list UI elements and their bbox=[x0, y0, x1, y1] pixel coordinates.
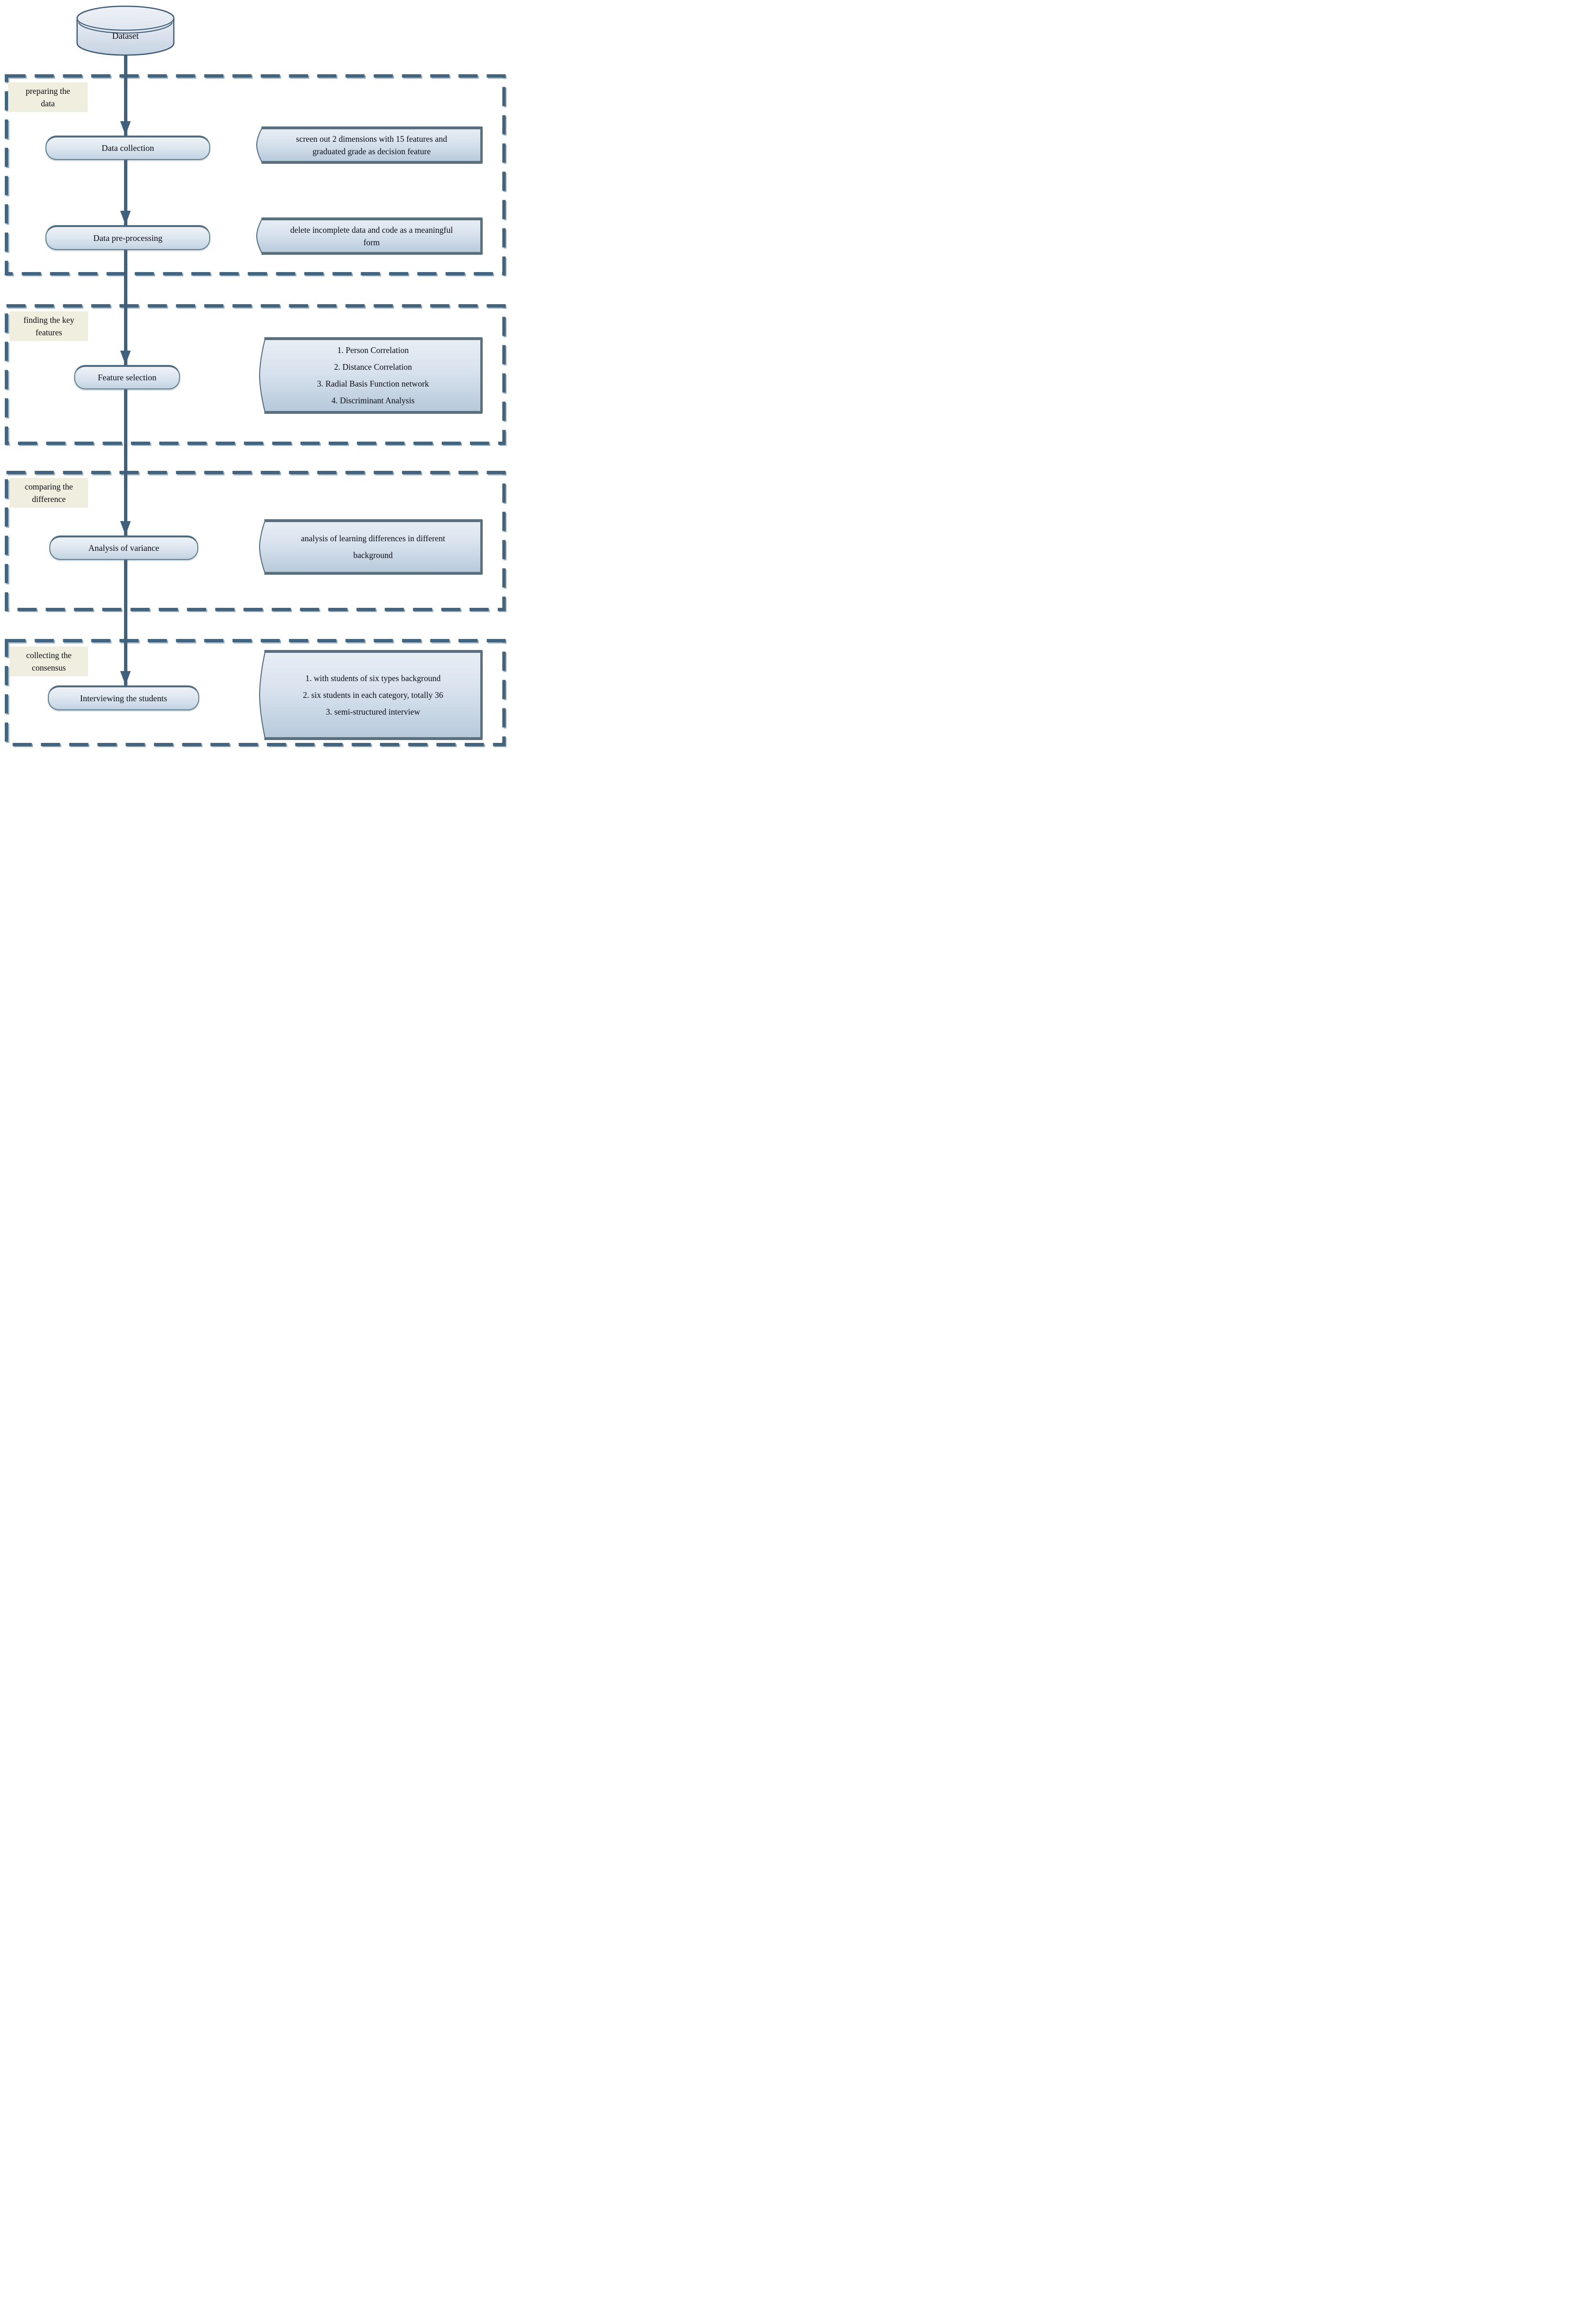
stage-label: Analysis of variance bbox=[88, 543, 159, 553]
note-interviewing-the-students: 1. with students of six types background… bbox=[258, 649, 484, 740]
stage-feature-selection: Feature selection bbox=[74, 365, 180, 389]
dataset-cylinder: Dataset bbox=[75, 4, 176, 57]
phase-frame-collecting-the-consensus bbox=[5, 639, 507, 747]
note-line: 2. six students in each category, totall… bbox=[303, 690, 443, 700]
pennant-shape bbox=[256, 126, 483, 164]
note-line: 3. semi-structured interview bbox=[326, 706, 420, 717]
arrow-down-icon bbox=[120, 351, 131, 365]
note-feature-selection: 1. Person Correlation 2. Distance Correl… bbox=[258, 337, 484, 414]
arrow-down-icon bbox=[120, 211, 131, 225]
note-line: 2. Distance Correlation bbox=[334, 362, 412, 372]
flowchart-canvas: Dataset preparing the data finding the k… bbox=[0, 0, 512, 752]
note-data-pre-processing: delete incomplete data and code as a mea… bbox=[255, 217, 484, 255]
database-icon bbox=[76, 5, 175, 56]
pennant-shape bbox=[259, 650, 483, 740]
note-line: 1. with students of six types background bbox=[305, 673, 441, 683]
stage-label: Data pre-processing bbox=[93, 233, 163, 243]
stage-label: Data collection bbox=[102, 143, 154, 153]
note-line: screen out 2 dimensions with 15 features… bbox=[296, 134, 447, 144]
dataset-label: Dataset bbox=[112, 32, 139, 41]
stage-label: Feature selection bbox=[98, 373, 157, 382]
note-analysis-of-variance: analysis of learning differences in diff… bbox=[258, 519, 484, 575]
pennant-shape bbox=[256, 217, 483, 255]
stage-analysis-of-variance: Analysis of variance bbox=[49, 535, 198, 560]
note-line: background bbox=[353, 550, 393, 560]
phase-frame-preparing-the-data bbox=[5, 74, 507, 276]
arrow-down-icon bbox=[120, 671, 131, 685]
stage-interviewing-the-students: Interviewing the students bbox=[48, 685, 199, 710]
phase-label-preparing-the-data: preparing the data bbox=[8, 82, 88, 112]
stage-label: Interviewing the students bbox=[80, 693, 167, 703]
pennant-shape bbox=[259, 519, 483, 575]
arrow-down-icon bbox=[120, 521, 131, 535]
phase-label-finding-the-key-features: finding the key features bbox=[10, 311, 88, 341]
note-line: 3. Radial Basis Function network bbox=[317, 379, 429, 388]
stage-data-collection: Data collection bbox=[45, 136, 210, 160]
stage-data-pre-processing: Data pre-processing bbox=[45, 225, 210, 250]
note-line: graduated grade as decision feature bbox=[312, 147, 431, 156]
note-line: analysis of learning differences in diff… bbox=[301, 534, 445, 543]
note-line: 4. Discriminant Analysis bbox=[331, 396, 415, 405]
phase-label-collecting-the-consensus: collecting the consensus bbox=[10, 647, 88, 676]
phase-frame-finding-the-key-features bbox=[5, 304, 507, 446]
note-line: form bbox=[363, 238, 380, 247]
note-line: delete incomplete data and code as a mea… bbox=[290, 225, 453, 235]
phase-frame-comparing-the-difference bbox=[5, 471, 507, 612]
note-data-collection: screen out 2 dimensions with 15 features… bbox=[255, 126, 484, 164]
pennant-shape bbox=[259, 337, 483, 414]
phase-label-comparing-the-difference: comparing the difference bbox=[10, 478, 88, 508]
note-line: 1. Person Correlation bbox=[337, 345, 409, 355]
arrow-down-icon bbox=[120, 121, 131, 136]
